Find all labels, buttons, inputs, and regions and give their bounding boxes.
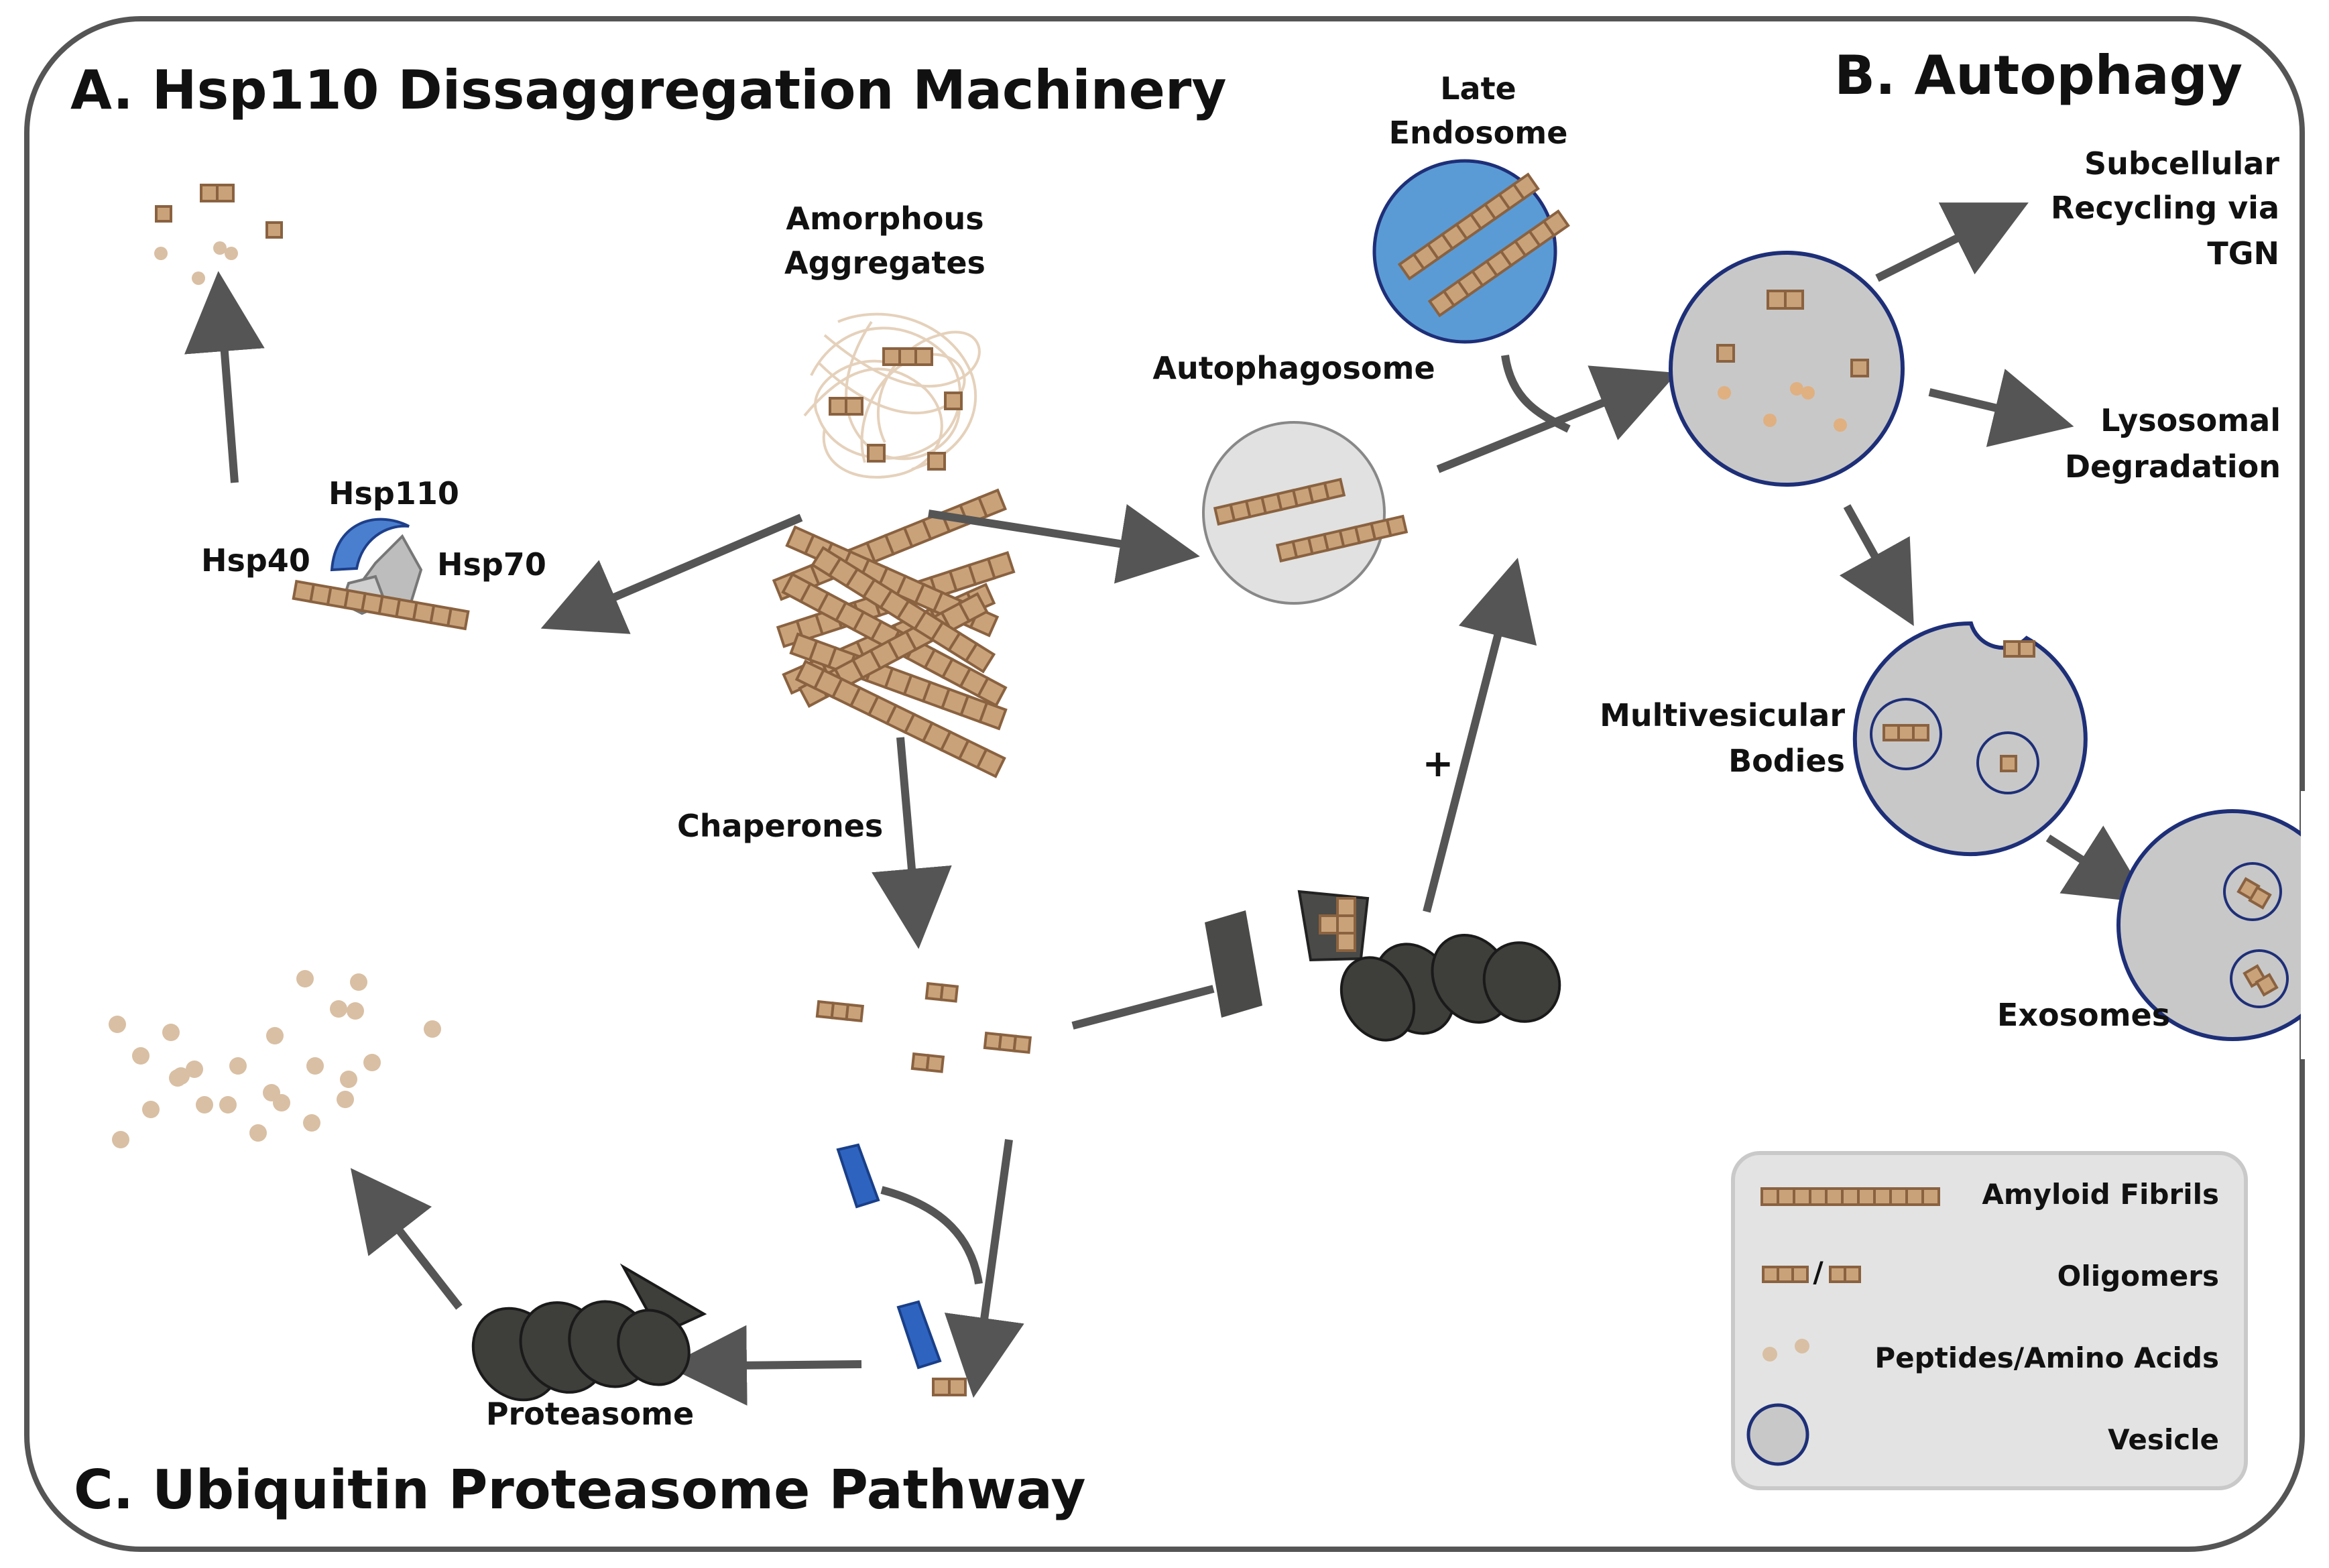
- legend-swatch-oligomers: [1762, 1266, 1861, 1283]
- multivesicular-bodies-label-line2: Bodies: [1728, 743, 1845, 779]
- legend-label-oligomers: Oligomers: [2057, 1260, 2219, 1292]
- arrow-to-proteasome: [666, 1325, 862, 1406]
- hsp110-label: Hsp110: [329, 475, 459, 511]
- proteasome-autophagy-complex: [1297, 890, 1561, 1042]
- arrow-hsp-release: [184, 271, 265, 483]
- arrow-to-autophagosome: [928, 503, 1200, 584]
- legend-swatch-peptides: [1763, 1339, 1809, 1362]
- hsp70-label: Hsp70: [437, 546, 546, 583]
- legend-label-peptides: Peptides/Amino Acids: [1874, 1341, 2219, 1374]
- legend-swatch-vesicle: [1746, 1403, 1809, 1466]
- arrow-to-recycling: [1875, 202, 2029, 282]
- subcellular-recycling-label-line3: TGN: [2207, 235, 2279, 272]
- mvb-contents: [1883, 640, 2035, 772]
- hsp40-label: Hsp40: [201, 542, 310, 579]
- section-a-title: A. Hsp110 Dissaggregation Machinery: [70, 59, 1227, 121]
- autophagosome-label: Autophagosome: [1152, 350, 1435, 386]
- late-endosome-label-line1: Late: [1440, 70, 1516, 107]
- hsp110-crescent: [330, 518, 410, 572]
- section-c-title: C. Ubiquitin Proteasome Pathway: [74, 1459, 1086, 1521]
- arrow-to-lysosomal-degradation: [1928, 369, 2074, 447]
- arrow-proteasome-promotes-autophagy: [1423, 558, 1537, 913]
- section-b-title: B. Autophagy: [1834, 44, 2243, 107]
- ubiquitin-tag-free: [836, 1143, 880, 1209]
- arrow-to-chaperone-products: [872, 737, 952, 949]
- hsp-bound-fibril: [292, 579, 470, 631]
- arrow-to-mvb: [1839, 504, 1914, 626]
- amorphous-aggregates-label-line1: Amorphous: [786, 200, 983, 237]
- exosome-contents: [2236, 877, 2279, 997]
- aggregate-oligomers: [829, 347, 963, 471]
- multivesicular-body: [1852, 621, 2088, 856]
- legend-oligomer-separator: /: [1813, 1256, 1824, 1288]
- exosomes-label: Exosomes: [1997, 997, 2170, 1033]
- subcellular-recycling-label-line1: Subcellular: [2084, 145, 2279, 182]
- autophagosome: [1202, 421, 1386, 605]
- endosome-fibrils: [1397, 172, 1570, 318]
- lysosome-contents: [1716, 290, 1869, 432]
- late-endosome-label-line2: Endosome: [1389, 115, 1568, 151]
- legend: Amyloid Fibrils / Oligomers Peptides/Ami…: [1731, 1151, 2248, 1490]
- amyloid-fibril-bundle: [772, 488, 1016, 778]
- inhibition-marker: [1071, 910, 1262, 1030]
- legend-label-amyloid-fibrils: Amyloid Fibrils: [1982, 1178, 2219, 1211]
- lysosomal-degradation-label-line2: Degradation: [2065, 448, 2281, 485]
- autophagosome-fibrils: [1213, 477, 1409, 563]
- endosome-fusion-curve: [1501, 355, 1571, 433]
- legend-swatch-amyloid-fibrils: [1760, 1187, 1940, 1206]
- chaperone-released-oligomers: [815, 981, 1032, 1073]
- legend-box: [1731, 1151, 2248, 1490]
- arrow-autophagosome-to-lysosome: [1436, 365, 1678, 473]
- multivesicular-bodies-label-line1: Multivesicular: [1600, 697, 1845, 733]
- ubiquitin-tag-bound: [896, 1300, 942, 1370]
- ubiquitinated-oligomer: [932, 1378, 967, 1396]
- arrow-to-hsp-complex: [540, 514, 803, 634]
- arrow-proteasome-products: [350, 1168, 463, 1310]
- lysosomal-degradation-label-line1: Lysosomal: [2100, 402, 2281, 438]
- proteasome-label: Proteasome: [486, 1396, 694, 1432]
- ubiquitin-attach-curve: [880, 1186, 983, 1284]
- legend-label-vesicle: Vesicle: [2108, 1423, 2219, 1456]
- proteasome: [471, 1263, 707, 1402]
- arrow-to-exosomes: [2045, 825, 2149, 903]
- amorphous-aggregates-label-line2: Aggregates: [784, 245, 986, 281]
- amino-acid-cloud: [109, 970, 441, 1148]
- pathway-arrows: [184, 202, 2149, 1406]
- plus-sign: +: [1423, 742, 1454, 786]
- subcellular-recycling-label-line2: Recycling via: [2051, 190, 2279, 226]
- chaperones-label: Chaperones: [677, 808, 883, 844]
- arrow-to-ubiquitination: [944, 1139, 1024, 1398]
